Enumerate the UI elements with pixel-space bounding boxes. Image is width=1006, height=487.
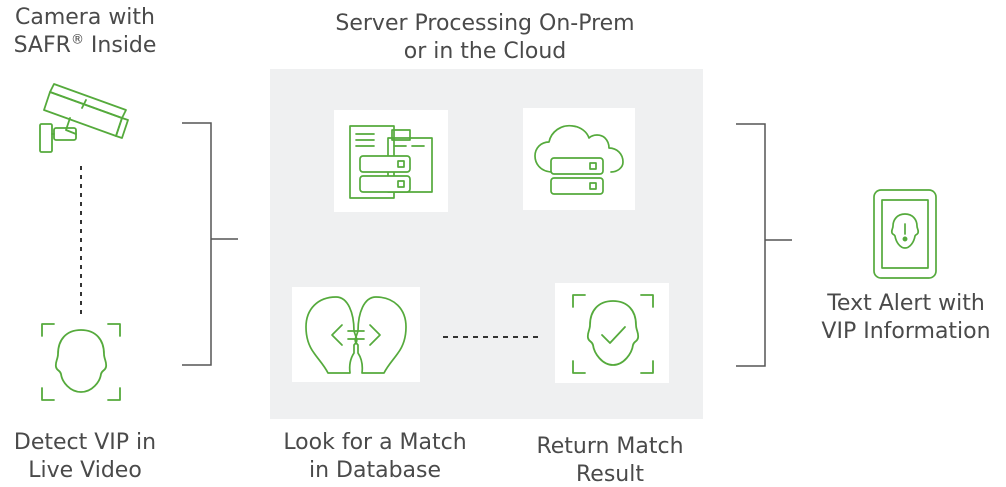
security-camera-icon	[36, 80, 130, 156]
right-bracket	[736, 123, 792, 367]
match-label: Look for a Match in Database	[260, 429, 490, 485]
face-scan-icon	[40, 322, 122, 402]
face-compare-tile	[292, 287, 420, 382]
dashed-connector-horizontal	[443, 335, 539, 339]
alert-label-line2: VIP Information	[821, 319, 991, 344]
camera-label-line2: SAFR® Inside	[13, 32, 157, 58]
cloud-server-tile	[523, 108, 635, 210]
camera-label: Camera with SAFR® Inside	[0, 4, 170, 60]
detect-label-line2: Live Video	[28, 458, 142, 483]
server-label: Server Processing On-Prem or in the Clou…	[280, 10, 690, 66]
match-label-line1: Look for a Match	[283, 430, 467, 455]
left-bracket	[182, 122, 238, 366]
camera-label-line1: Camera with	[14, 5, 155, 30]
face-verified-icon	[571, 293, 655, 375]
result-label-line2: Result	[576, 462, 644, 487]
result-label: Return Match Result	[510, 433, 710, 487]
database-server-icon	[348, 120, 434, 202]
database-server-tile	[334, 110, 448, 212]
detect-label: Detect VIP in Live Video	[0, 429, 170, 485]
server-label-line2: or in the Cloud	[403, 39, 567, 64]
face-compare-icon	[302, 293, 410, 377]
dotted-connector-vertical	[79, 166, 83, 314]
alert-label-line1: Text Alert with	[827, 291, 985, 316]
server-label-line1: Server Processing On-Prem	[335, 11, 635, 36]
detect-label-line1: Detect VIP in	[13, 430, 157, 455]
phone-alert-icon	[872, 188, 938, 280]
match-label-line2: in Database	[308, 458, 442, 483]
cloud-server-icon	[533, 122, 625, 200]
result-label-line1: Return Match	[536, 434, 684, 459]
alert-label: Text Alert with VIP Information	[806, 290, 1006, 346]
face-verified-tile	[555, 283, 669, 383]
